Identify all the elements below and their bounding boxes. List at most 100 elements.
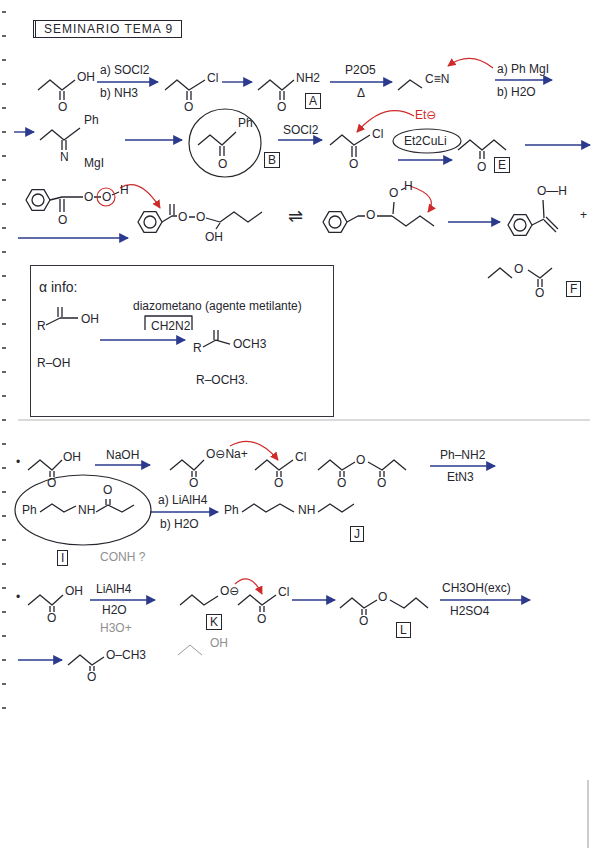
tag-letter: I (61, 551, 64, 565)
chem-label: + (580, 208, 587, 222)
chem-label: O (257, 612, 266, 626)
compound-tag: I (57, 550, 68, 566)
chem-label: OH (65, 584, 83, 598)
chem-label: CH3OH(exc) (442, 581, 511, 595)
info-text: α info: (39, 279, 77, 295)
tag-letter: E (498, 158, 506, 172)
chem-label: a) SOCl2 (100, 63, 149, 77)
chem-label: OH (63, 450, 81, 464)
chem-label: O (103, 483, 112, 497)
info-text: OH (81, 312, 99, 326)
circled-compound: PhNHO (14, 474, 152, 546)
chem-label: O (378, 590, 387, 604)
info-text: OCH3 (233, 337, 266, 351)
chem-label: O (337, 476, 346, 490)
info-text: diazometano (agente metilante) (133, 299, 302, 313)
info-text: R–OH (37, 356, 70, 370)
chem-label: H3O+ (100, 621, 132, 635)
info-text: R–OCH3. (196, 373, 248, 387)
chem-label: O (366, 208, 375, 222)
chem-label: N (60, 150, 69, 164)
chem-label: Cl (372, 127, 383, 141)
chem-label: NH (78, 503, 95, 517)
tag-letter: B (268, 153, 276, 167)
circled-compound: PhO (188, 108, 262, 178)
circled-reagent: Et2CuLi (392, 128, 462, 154)
chem-label: O (218, 157, 227, 171)
chem-label: b) NH3 (100, 86, 138, 100)
chem-label: SOCl2 (283, 123, 318, 137)
chem-label: a) LiAlH4 (158, 493, 207, 507)
compound-tag: L (396, 622, 411, 638)
chem-label: a) Ph MgI (497, 62, 549, 76)
chem-label: O (178, 210, 187, 224)
chem-label: O (84, 190, 93, 204)
chem-label: Ph–NH2 (440, 448, 485, 462)
chem-label: MgI (84, 156, 104, 170)
chem-label: b) H2O (160, 517, 199, 531)
chem-label: ⇌ (288, 206, 303, 226)
compound-tag: F (566, 281, 581, 297)
chem-label: NH (298, 503, 315, 517)
chem-label: H2SO4 (450, 604, 489, 618)
chem-label: NaOH (106, 448, 139, 462)
chem-label: O (349, 157, 358, 171)
chem-label: EtN3 (447, 470, 474, 484)
chem-label: H (120, 183, 129, 197)
chem-label: Et⊖ (415, 108, 436, 122)
chem-label: O (196, 210, 205, 224)
chem-label: O (102, 190, 111, 204)
chem-label: O (87, 670, 96, 684)
compound-tag: K (206, 614, 222, 630)
chem-label: OH (210, 636, 228, 650)
chem-label: O (274, 476, 283, 490)
chem-label: O (58, 213, 67, 227)
chem-label: O (356, 453, 365, 467)
info-text: R (193, 341, 202, 355)
chem-label: Cl (278, 585, 289, 599)
compound-tag: B (264, 152, 280, 168)
chem-label: O (535, 286, 544, 300)
chem-label: NH2 (296, 71, 320, 85)
chem-label: C≡N (425, 72, 449, 86)
tag-letter: K (210, 615, 218, 629)
info-box: α info: diazometano (agente metilante) CH2… (30, 265, 334, 417)
chem-label: O (377, 476, 386, 490)
chem-label: O⊖Na+ (206, 447, 248, 461)
chem-label: O—H (537, 184, 567, 198)
chem-label: O (189, 476, 198, 490)
compound-tag: E (494, 157, 510, 173)
chem-label: O (477, 160, 486, 174)
tag-letter: A (309, 94, 317, 108)
chem-label: O (514, 262, 523, 276)
chem-label: O⊖ (220, 584, 239, 598)
chem-label: b) H2O (497, 85, 536, 99)
chem-label: O (47, 611, 56, 625)
chem-label: O (184, 100, 193, 114)
chem-label: Cl (295, 450, 306, 464)
page-title: SEMINARIO TEMA 9 (33, 20, 182, 38)
chem-label: Et2CuLi (404, 134, 447, 148)
chem-label: OH (77, 70, 95, 84)
chem-label: O (277, 100, 286, 114)
chem-label: O (359, 614, 368, 628)
compound-tag: J (350, 526, 364, 542)
chem-label: Ph (224, 503, 239, 517)
chem-label: Ph (238, 116, 253, 130)
tag-letter: F (570, 282, 577, 296)
chem-label: O (58, 100, 67, 114)
chem-label: H (404, 179, 413, 193)
chem-label: Ph (84, 113, 99, 127)
chem-label: H2O (102, 603, 127, 617)
chem-label: OH (205, 230, 223, 244)
chem-label: CONH ? (100, 550, 145, 564)
chem-label: P2O5 (345, 63, 376, 77)
chem-label: Cl (207, 71, 218, 85)
chem-label: Δ (357, 86, 365, 100)
chem-label: • (16, 455, 20, 469)
chem-label: • (16, 590, 20, 604)
tag-letter: J (354, 527, 360, 541)
info-text: CH2N2 (151, 319, 190, 333)
chem-label: O–CH3 (106, 648, 146, 662)
